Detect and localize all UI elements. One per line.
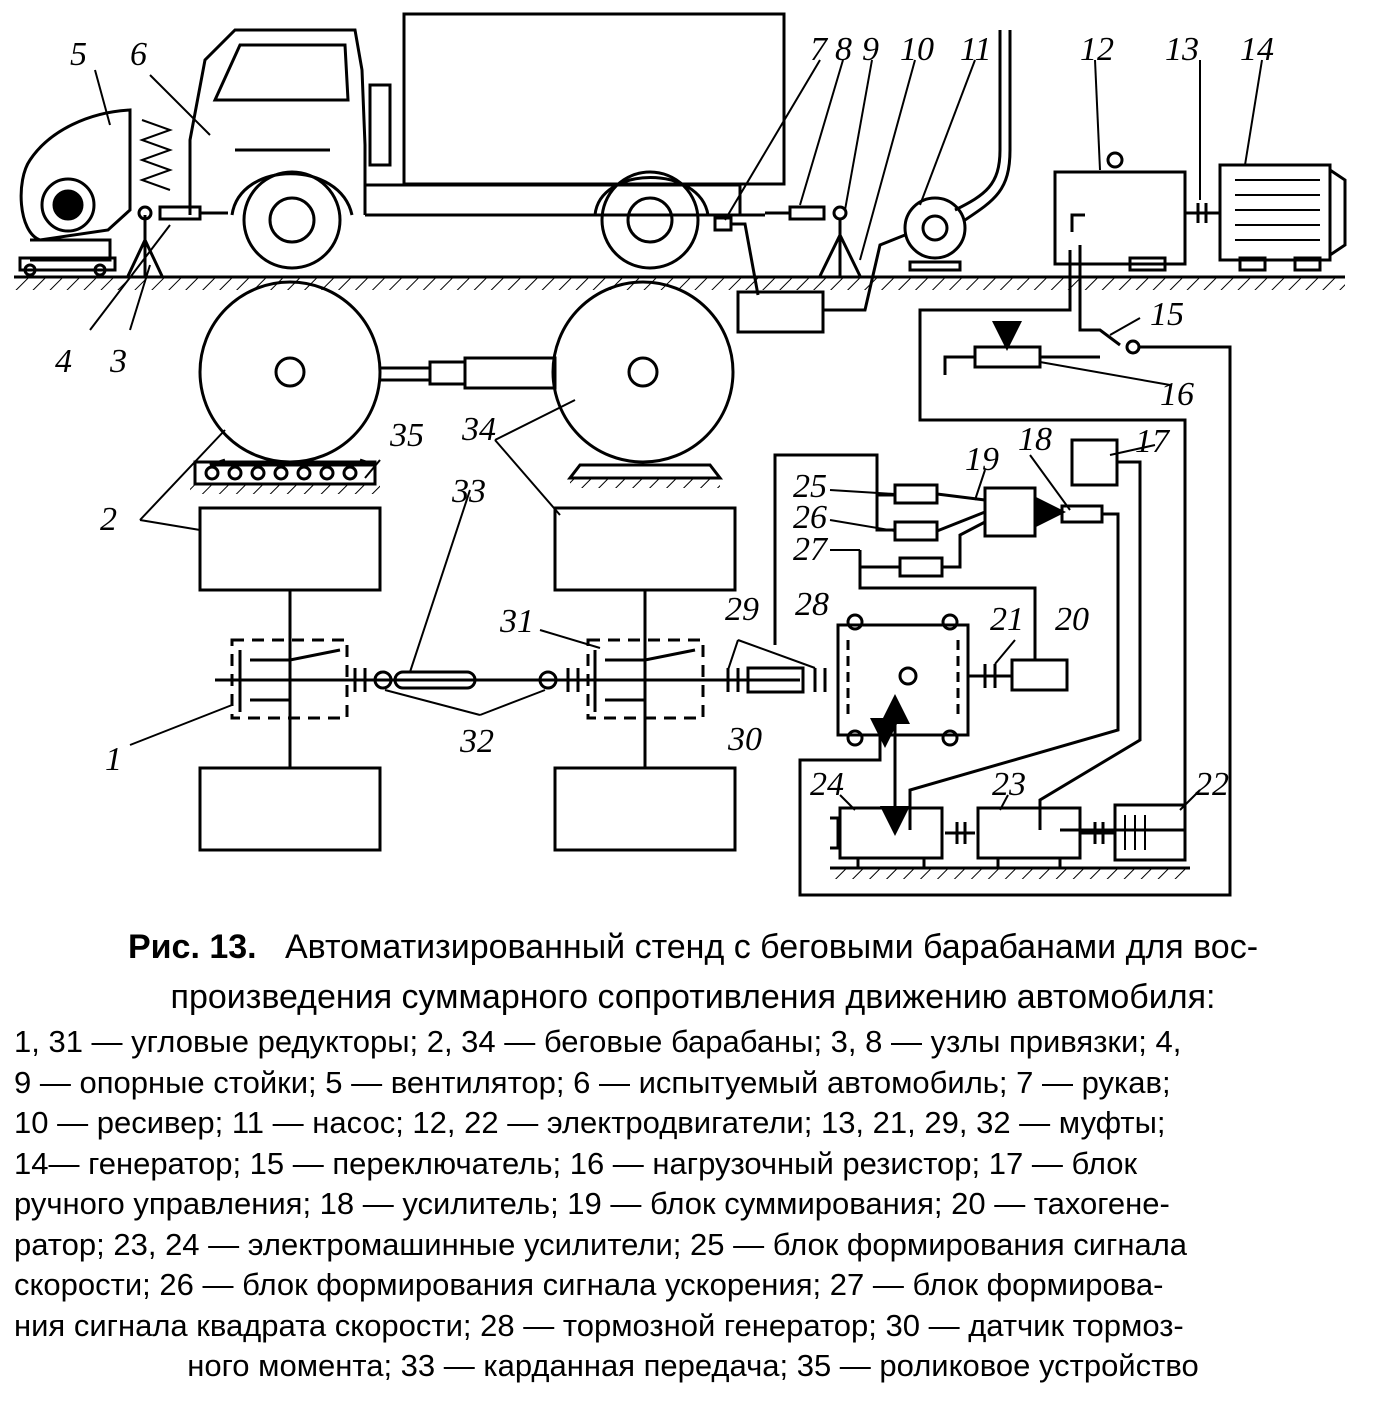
label-18: 18 [1018, 421, 1052, 458]
drum-2 [198, 280, 382, 467]
figure-number: Рис. 13. [127, 928, 257, 966]
resistor-16 [943, 321, 1100, 375]
block-27 [898, 556, 944, 578]
test-stand-diagram: 5 6 4 3 7 8 9 10 11 12 13 14 15 16 17 18… [14, 12, 1347, 897]
label-11: 11 [960, 31, 991, 68]
label-1: 1 [105, 741, 122, 778]
gearbox-1 [215, 638, 800, 720]
label-30: 30 [727, 721, 762, 758]
motor-12 [1053, 151, 1187, 272]
label-27: 27 [793, 531, 829, 568]
label-3: 3 [109, 343, 127, 380]
label-6: 6 [130, 36, 147, 73]
drum-34 [551, 280, 735, 488]
legend-line: скорости; 26 — блок формирования сигнала… [14, 1267, 1164, 1302]
brake-generator-28 [836, 613, 970, 747]
label-7: 7 [810, 31, 829, 68]
label-26: 26 [793, 499, 827, 536]
label-10: 10 [900, 31, 934, 68]
motor-22 [1080, 803, 1187, 862]
base-23-24 [830, 866, 1190, 879]
label-35: 35 [389, 417, 424, 454]
legend-line: ного момента; 33 — карданная передача; 3… [187, 1348, 1199, 1383]
truck-6 [188, 12, 786, 270]
manual-control-17 [1038, 438, 1142, 830]
label-4: 4 [55, 343, 72, 380]
block-25 [893, 483, 939, 505]
amplifier-24 [798, 694, 1175, 897]
label-2: 2 [100, 501, 117, 538]
coupling-21 [968, 664, 1012, 688]
switch-15 [918, 245, 1232, 897]
torque-sensor-30 [746, 666, 805, 694]
label-24: 24 [810, 766, 844, 803]
caption-title: Рис. 13. Автоматизированный стенд с бего… [14, 922, 1372, 1022]
label-9: 9 [862, 31, 879, 68]
label-31: 31 [499, 603, 534, 640]
part-labels: 5 6 4 3 7 8 9 10 11 12 13 14 15 16 17 18… [55, 31, 1274, 803]
legend-line: 10 — ресивер; 11 — насос; 12, 22 — элект… [14, 1105, 1166, 1140]
coupling-32 [373, 670, 558, 690]
gearbox-31 [566, 638, 705, 720]
pump-11 [823, 30, 1012, 312]
label-12: 12 [1080, 31, 1114, 68]
label-22: 22 [1195, 766, 1229, 803]
label-20: 20 [1055, 601, 1089, 638]
label-33: 33 [451, 473, 486, 510]
caption-title-line1: Автоматизированный стенд с беговыми бара… [284, 928, 1259, 966]
amplifier-23 [945, 806, 1082, 868]
label-16: 16 [1160, 376, 1194, 413]
generator-14 [1218, 163, 1347, 272]
label-25: 25 [793, 468, 827, 505]
legend-line: ручного управления; 18 — усилитель; 19 —… [14, 1186, 1170, 1221]
legend-line: ния сигнала квадрата скорости; 28 — торм… [14, 1307, 1184, 1343]
label-8: 8 [835, 31, 852, 68]
roller-device-35 [190, 460, 380, 494]
label-19: 19 [965, 441, 999, 478]
caption-title-line2: произведения суммарного сопротивления дв… [170, 978, 1216, 1016]
label-14: 14 [1240, 31, 1274, 68]
label-17: 17 [1135, 423, 1171, 460]
label-21: 21 [990, 601, 1024, 638]
figure-caption: Рис. 13. Автоматизированный стенд с бего… [14, 922, 1372, 1387]
label-34: 34 [461, 411, 496, 448]
label-32: 32 [459, 723, 494, 760]
ground [14, 275, 1345, 290]
amplifier-18 [908, 497, 1120, 830]
legend-line: 14— генератор; 15 — переключатель; 16 — … [14, 1145, 1138, 1181]
cardan-shaft-33 [380, 356, 557, 390]
caption-legend: 1, 31 — угловые редукторы; 2, 34 — бегов… [14, 1022, 1372, 1387]
legend-line: ратор; 23, 24 — электромашинные усилител… [14, 1226, 1188, 1262]
label-5: 5 [70, 36, 87, 73]
block-26 [893, 520, 939, 542]
label-13: 13 [1165, 31, 1199, 68]
summing-block-19 [773, 453, 1037, 645]
label-23: 23 [992, 766, 1026, 803]
diagram-svg: 5 6 4 3 7 8 9 10 11 12 13 14 15 16 17 18… [14, 12, 1347, 897]
hose-7 [713, 216, 825, 334]
label-29: 29 [725, 591, 759, 628]
tachogenerator-20 [858, 550, 1069, 692]
coupling-29 [726, 668, 827, 692]
legend-line: 1, 31 — угловые редукторы; 2, 34 — бегов… [14, 1024, 1182, 1059]
stand-4 [126, 205, 228, 277]
label-28: 28 [795, 586, 829, 623]
stand-9 [818, 219, 862, 277]
legend-line: 9 — опорные стойки; 5 — вентилятор; 6 — … [14, 1064, 1171, 1100]
coupling-8 [765, 205, 848, 221]
coupling-13 [1185, 203, 1220, 223]
fan-5 [18, 108, 173, 277]
label-15: 15 [1150, 296, 1184, 333]
leader-lines [89, 59, 1263, 811]
